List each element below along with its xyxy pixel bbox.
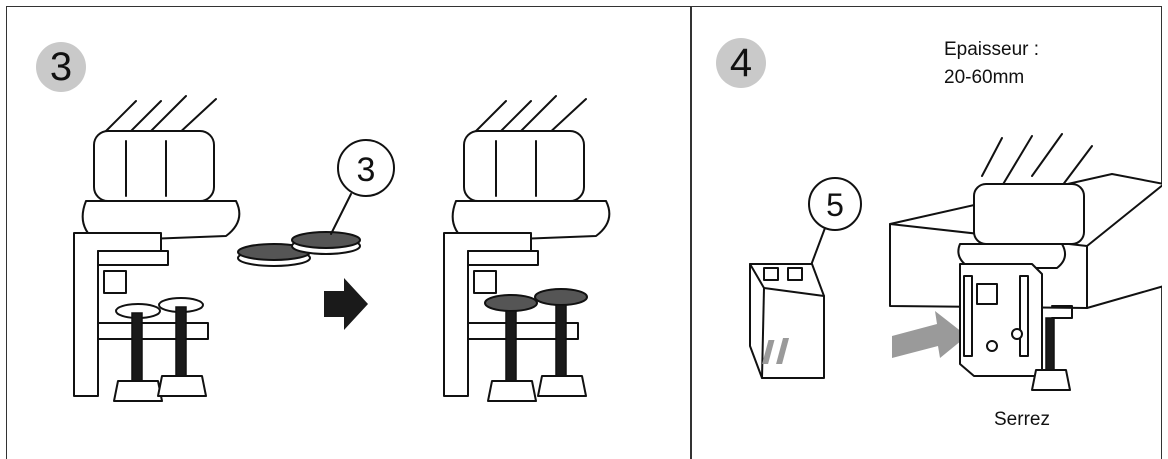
- step-4-illustration: 5: [749, 133, 1162, 391]
- cover-part-illustration: [749, 263, 825, 379]
- pads-illustration: 3: [237, 139, 395, 267]
- step-4-panel: 4 Epaisseur : 20-60mm Serrez 5: [692, 6, 1162, 459]
- panel-divider: [690, 6, 692, 459]
- arrow-right-icon: [324, 278, 368, 330]
- step-3-illustration: 3: [73, 95, 611, 402]
- clamp-after-illustration: [443, 95, 611, 402]
- step-4-badge: 4: [716, 38, 766, 88]
- part-5-callout: 5: [808, 177, 862, 269]
- step-3-panel: 3 3: [6, 6, 690, 459]
- thickness-label: Epaisseur :: [944, 39, 1040, 60]
- mounted-clamp-illustration: [957, 133, 1093, 391]
- thickness-value: 20-60mm: [944, 67, 1025, 88]
- part-5-label: 5: [826, 187, 844, 223]
- insert-arrow-icon: [762, 311, 967, 364]
- part-3-label: 3: [357, 151, 376, 189]
- clamp-before-illustration: [73, 95, 241, 402]
- tighten-label: Serrez: [994, 409, 1050, 430]
- step-3-badge: 3: [36, 42, 86, 92]
